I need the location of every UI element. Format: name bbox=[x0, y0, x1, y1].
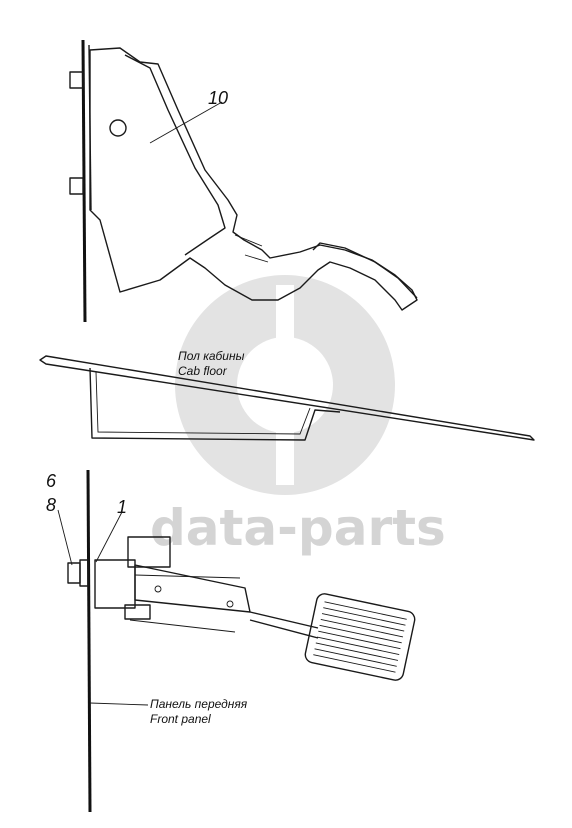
front-panel-callout-line bbox=[89, 702, 149, 706]
callout-10: 10 bbox=[208, 88, 228, 108]
front-panel-wall bbox=[86, 469, 92, 813]
pedal-housing-ridge bbox=[124, 54, 226, 256]
front-panel-label-en: Front panel bbox=[150, 712, 211, 726]
watermark: data-parts bbox=[150, 275, 446, 557]
callout-8: 8 bbox=[46, 495, 56, 515]
upper-bolt-head-1 bbox=[69, 71, 84, 89]
pedal-pad-ribs bbox=[313, 601, 407, 673]
lever-rivet-2 bbox=[226, 600, 234, 608]
pedal-arm-edge bbox=[234, 234, 269, 263]
upper-bolt-head-2 bbox=[69, 177, 84, 195]
pedal-pad bbox=[304, 593, 416, 681]
pedal-rod bbox=[249, 611, 319, 639]
bracket-bottom-tab bbox=[124, 604, 151, 620]
callout-line-6-8 bbox=[57, 509, 73, 566]
cab-floor-panel bbox=[39, 355, 535, 441]
cab-floor-label-en: Cab floor bbox=[178, 364, 228, 378]
lever-rivet-1 bbox=[154, 585, 162, 593]
pedal-housing-outline bbox=[89, 47, 418, 311]
callout-line-1 bbox=[95, 511, 123, 563]
callout-6: 6 bbox=[46, 471, 57, 491]
cab-floor-label-ru: Пол кабины bbox=[178, 349, 245, 363]
pedal-pivot-hole bbox=[109, 119, 127, 137]
watermark-logo-center bbox=[237, 337, 333, 433]
lower-pedal-view: 6 8 1 Панель передняя Front panel bbox=[46, 469, 416, 813]
cab-floor-view: Пол кабины Cab floor bbox=[39, 349, 535, 441]
pedal-pad-outline bbox=[312, 242, 418, 299]
nut-part-6 bbox=[67, 562, 81, 584]
cab-floor-recess-inner bbox=[95, 371, 311, 435]
callout-line-10 bbox=[149, 101, 223, 144]
watermark-text: data-parts bbox=[150, 499, 446, 557]
bracket-top-tab bbox=[127, 536, 171, 568]
washer-part-8 bbox=[79, 559, 89, 587]
cab-floor-recess bbox=[89, 367, 341, 441]
upper-pedal-view: 10 bbox=[69, 39, 418, 323]
pedal-lever-edge bbox=[129, 574, 241, 633]
front-panel-label-ru: Панель передняя bbox=[150, 697, 248, 711]
callout-1: 1 bbox=[117, 497, 127, 517]
